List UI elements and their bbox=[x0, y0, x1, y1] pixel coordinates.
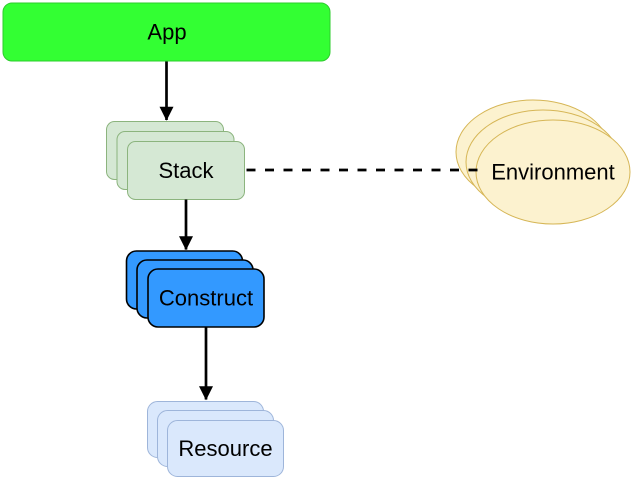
construct-card-front bbox=[147, 268, 265, 328]
resource-card-front bbox=[167, 420, 284, 477]
resource-node: Resource bbox=[147, 401, 284, 477]
app-node: App bbox=[2, 2, 331, 62]
app-box bbox=[2, 2, 331, 62]
construct-node: Construct bbox=[125, 250, 265, 328]
stack-node: Stack bbox=[106, 121, 245, 200]
resource-label: Resource bbox=[178, 436, 272, 461]
environment-ellipse-front bbox=[475, 119, 631, 225]
stack-label: Stack bbox=[158, 158, 214, 183]
construct-label: Construct bbox=[159, 286, 253, 311]
app-label: App bbox=[147, 20, 186, 45]
environment-label: Environment bbox=[491, 160, 615, 185]
environment-node bbox=[455, 99, 631, 225]
